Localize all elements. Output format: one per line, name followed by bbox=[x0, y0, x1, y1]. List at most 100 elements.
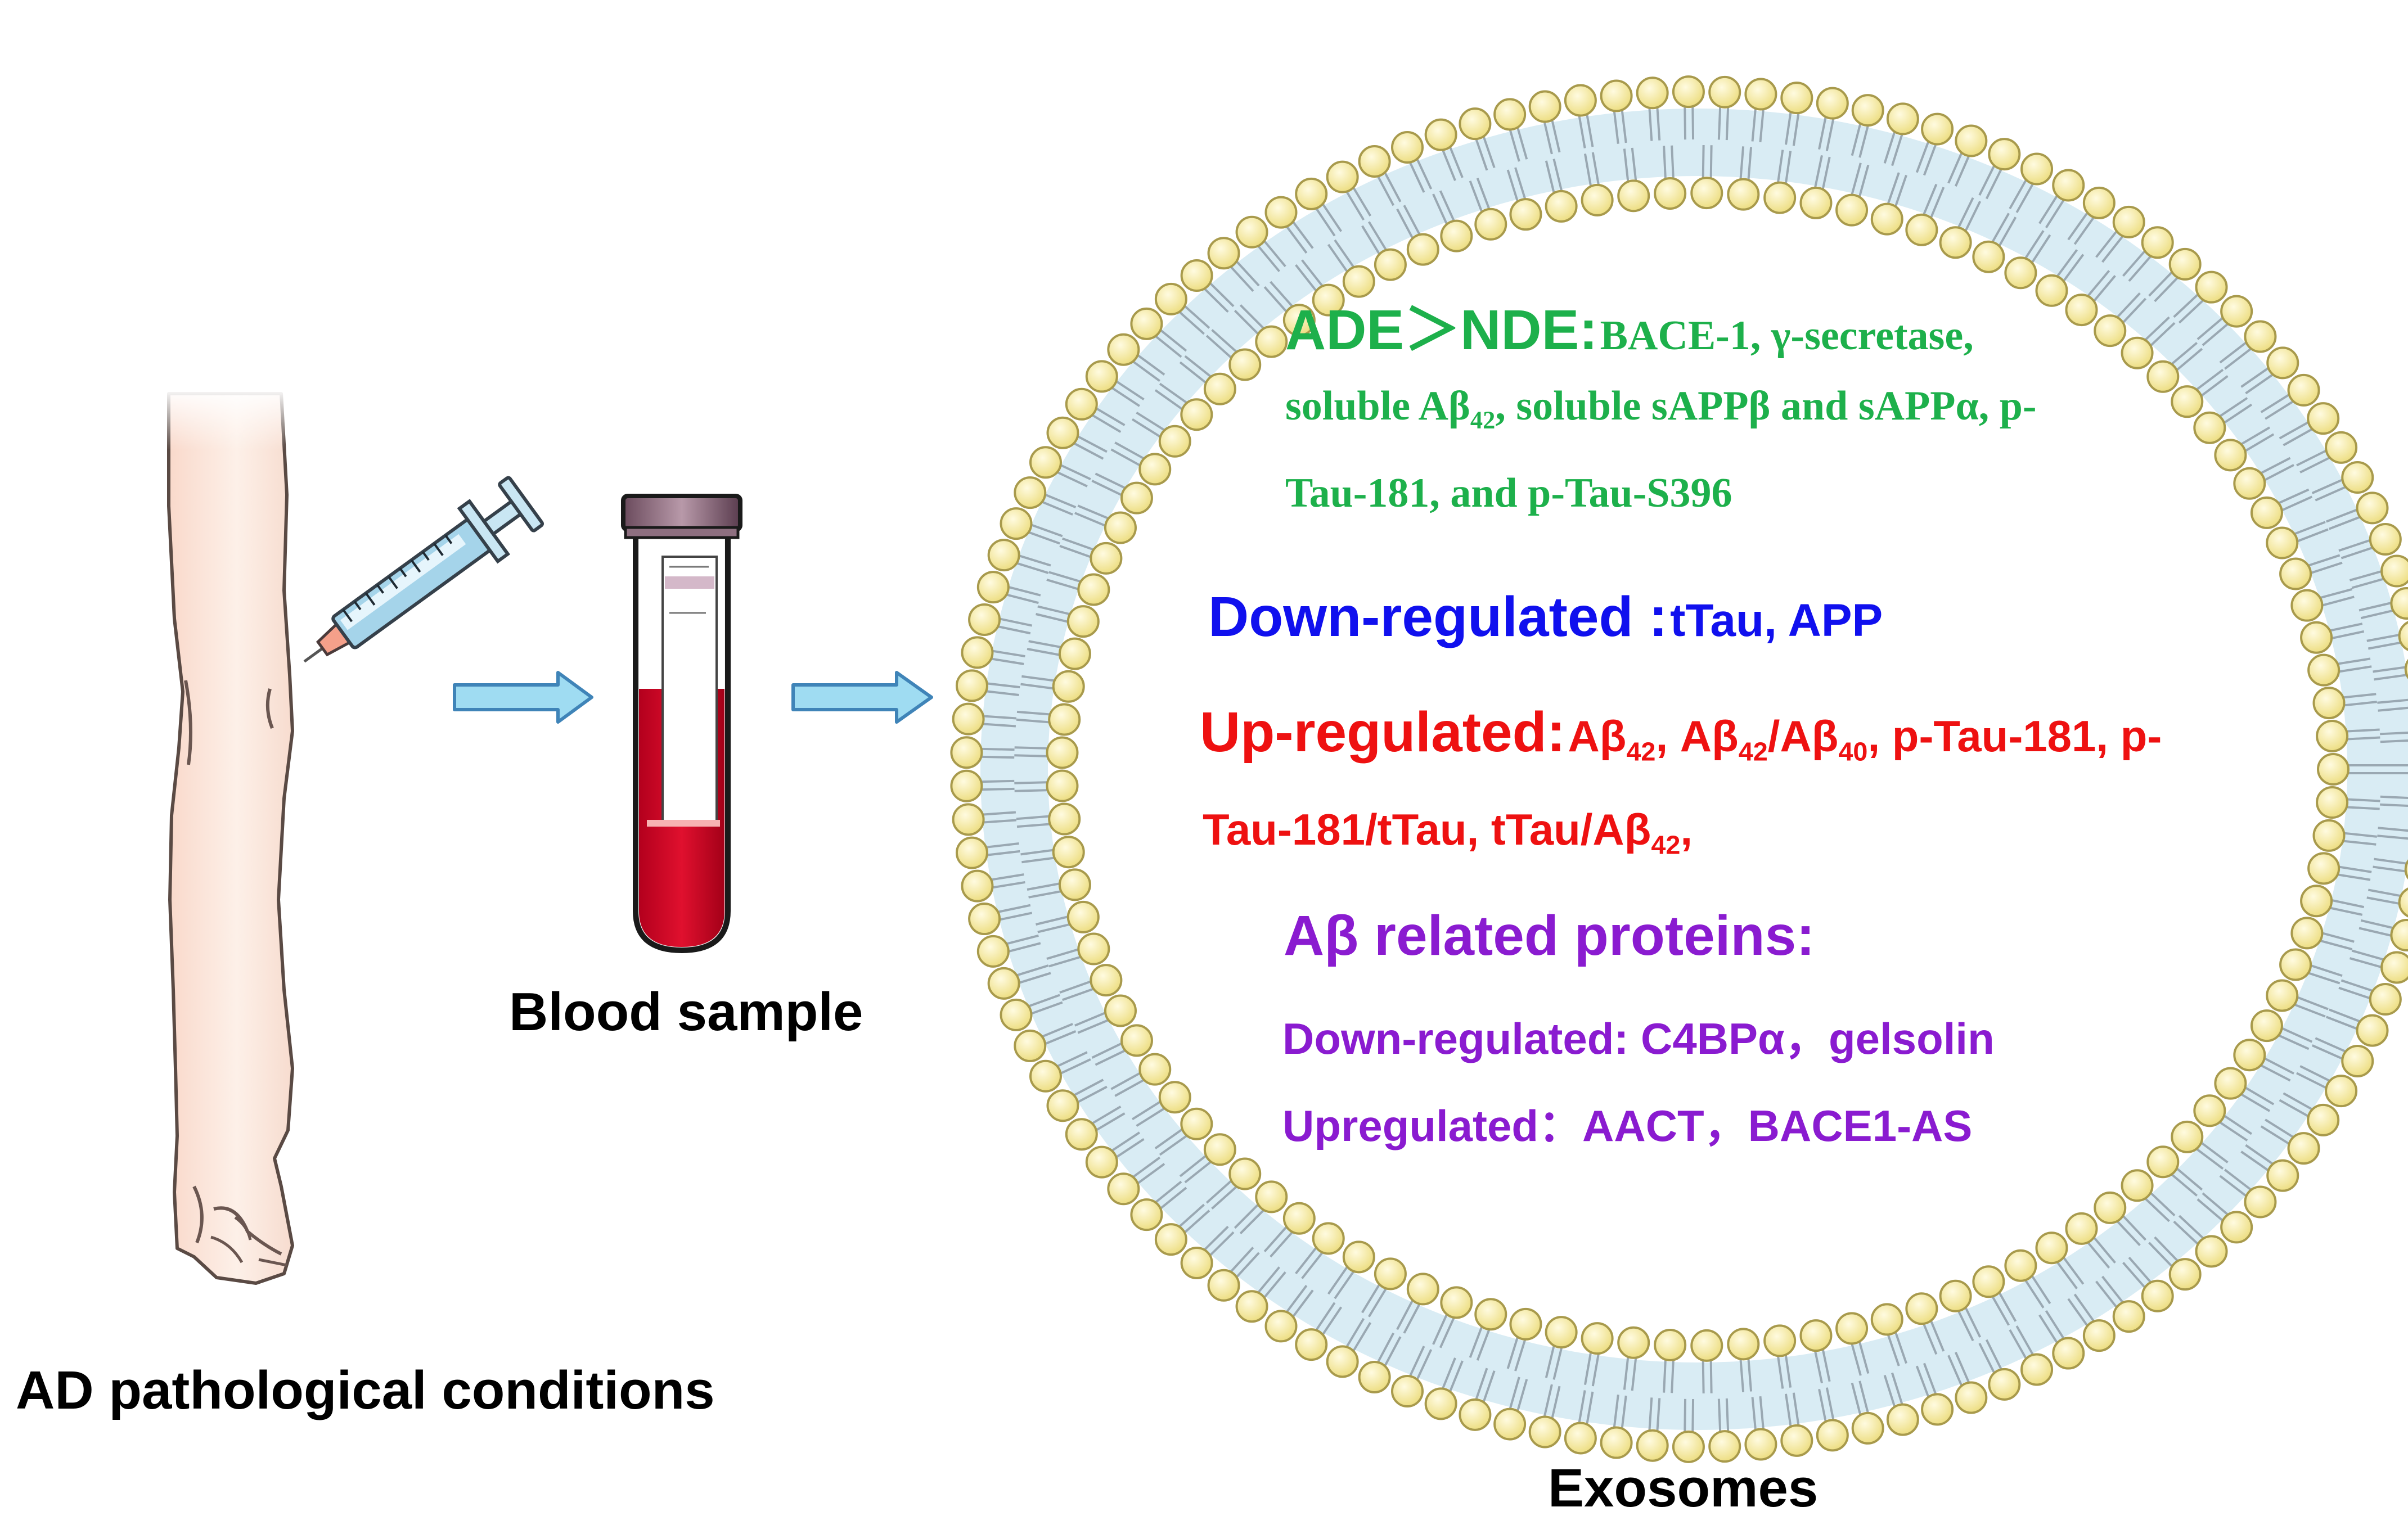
ade-nde-items-2a: soluble Aβ bbox=[1285, 383, 1470, 429]
up-item-abeta-2: , Aβ bbox=[1655, 711, 1739, 761]
lipid-head bbox=[2266, 1159, 2299, 1192]
lipid-head bbox=[1014, 476, 1047, 509]
lipid-head bbox=[1459, 1398, 1492, 1431]
lipid-head bbox=[2233, 467, 2266, 500]
lipid-head bbox=[952, 803, 985, 836]
lipid-head bbox=[2287, 1132, 2320, 1165]
lipid-head bbox=[1763, 1324, 1797, 1357]
lipid-tail bbox=[2373, 665, 2408, 673]
lipid-head bbox=[2065, 1212, 2098, 1245]
lipid-head bbox=[2193, 411, 2226, 444]
lipid-head bbox=[2266, 526, 2299, 560]
lipid-head bbox=[2052, 169, 2085, 202]
lipid-head bbox=[2325, 431, 2358, 464]
lipid-head bbox=[1509, 198, 1542, 231]
lipid-head bbox=[1391, 1375, 1424, 1408]
lipid-head bbox=[1138, 1053, 1172, 1086]
blood-tube-icon bbox=[621, 494, 742, 954]
lipid-head bbox=[2244, 320, 2277, 353]
lipid-head bbox=[1235, 1290, 1268, 1323]
up-regulated-items-1: Aβ42, Aβ42/Aβ40, p-Tau-181, p- bbox=[1568, 711, 2162, 765]
ade-nde-line-2: soluble Aβ42, soluble sAPPβ and sAPPα, p… bbox=[1285, 382, 2037, 432]
lipid-head bbox=[2004, 1249, 2037, 1282]
lipid-head bbox=[2168, 247, 2202, 281]
lipid-head bbox=[2141, 226, 2174, 259]
membrane-tail-band bbox=[980, 109, 2408, 1430]
lipid-head bbox=[2398, 621, 2408, 651]
lipid-head bbox=[1120, 481, 1153, 515]
lipid-head bbox=[950, 769, 983, 802]
lipid-tail bbox=[2380, 732, 2408, 736]
lipid-head bbox=[1939, 1279, 1972, 1312]
lipid-head bbox=[1528, 1415, 1561, 1449]
lipid-head bbox=[1255, 325, 1288, 358]
lipid-head bbox=[1780, 82, 1813, 115]
lipid-head bbox=[1312, 283, 1345, 317]
lipid-head bbox=[2287, 373, 2320, 407]
lipid-head bbox=[1154, 282, 1187, 315]
lipid-head bbox=[2004, 256, 2037, 290]
lipid-head bbox=[2307, 852, 2341, 885]
lipid-head bbox=[1326, 160, 1359, 193]
lipid-head bbox=[1870, 1303, 1903, 1336]
lipid-head bbox=[1085, 360, 1118, 393]
lipid-head bbox=[1058, 637, 1091, 670]
lipid-head bbox=[2094, 314, 2127, 348]
lipid-head bbox=[1052, 670, 1085, 703]
lipid-head bbox=[1282, 304, 1316, 337]
lipid-head bbox=[2279, 557, 2312, 590]
lipid-head bbox=[1799, 1319, 1833, 1352]
lipid-head bbox=[952, 702, 985, 736]
lipid-head bbox=[1090, 964, 1123, 997]
up-item-abeta-2-sub: 42 bbox=[1738, 737, 1768, 766]
lipid-head bbox=[1065, 1118, 1098, 1151]
lipid-head bbox=[1406, 233, 1439, 266]
lipid-tail bbox=[2377, 834, 2408, 840]
lipid-head bbox=[1690, 177, 1723, 210]
lipid-tail bbox=[2378, 827, 2408, 832]
lipid-head bbox=[1493, 98, 1527, 131]
lipid-head bbox=[1744, 78, 1777, 111]
syringe-icon bbox=[303, 476, 544, 663]
lipid-head bbox=[1130, 307, 1163, 340]
lipid-head bbox=[1207, 1269, 1240, 1302]
lipid-head bbox=[1374, 1257, 1407, 1291]
lipid-head bbox=[1780, 1424, 1813, 1457]
lipid-head bbox=[1326, 1345, 1359, 1378]
lipid-head bbox=[1528, 90, 1561, 123]
lipid-head bbox=[1763, 181, 1797, 214]
lipid-head bbox=[2220, 295, 2253, 328]
lipid-tail bbox=[2380, 795, 2408, 799]
lipid-head bbox=[2369, 983, 2402, 1016]
lipid-head bbox=[1066, 605, 1100, 638]
lipid-head bbox=[2250, 1009, 2283, 1043]
lipid-head bbox=[2390, 586, 2408, 620]
lipid-head bbox=[2214, 1067, 2247, 1100]
lipid-head bbox=[1955, 1381, 1988, 1414]
lipid-head bbox=[2341, 461, 2374, 494]
up-item-ratio: /Aβ bbox=[1767, 711, 1839, 761]
lipid-head bbox=[1180, 259, 1213, 292]
lipid-head bbox=[1474, 1298, 1507, 1331]
lipid-head bbox=[1672, 1430, 1705, 1463]
lipid-head bbox=[1046, 769, 1079, 802]
ad-pathological-conditions-label: AD pathological conditions bbox=[16, 1360, 715, 1420]
lipid-head bbox=[1636, 76, 1669, 110]
lipid-head bbox=[1090, 542, 1123, 575]
lipid-head bbox=[2214, 439, 2247, 472]
lipid-head bbox=[2146, 1145, 2180, 1179]
lipid-head bbox=[2220, 1211, 2253, 1244]
lipid-tail bbox=[2380, 803, 2408, 807]
lipid-head bbox=[1921, 1393, 1954, 1426]
lipid-head bbox=[1799, 186, 1833, 219]
lipid-head bbox=[1374, 248, 1407, 281]
lipid-head bbox=[1581, 183, 1614, 216]
lipid-head bbox=[2300, 885, 2333, 918]
lipid-head bbox=[2250, 496, 2283, 529]
lipid-head bbox=[1617, 179, 1650, 213]
lipid-head bbox=[1066, 900, 1100, 933]
blood-sample-label: Blood sample bbox=[509, 982, 863, 1042]
lipid-head bbox=[1180, 1107, 1213, 1140]
lipid-tail bbox=[2380, 739, 2408, 743]
ade-nde-line-1: ADE＞NDE: BACE-1, γ-secretase, bbox=[1285, 284, 1974, 366]
